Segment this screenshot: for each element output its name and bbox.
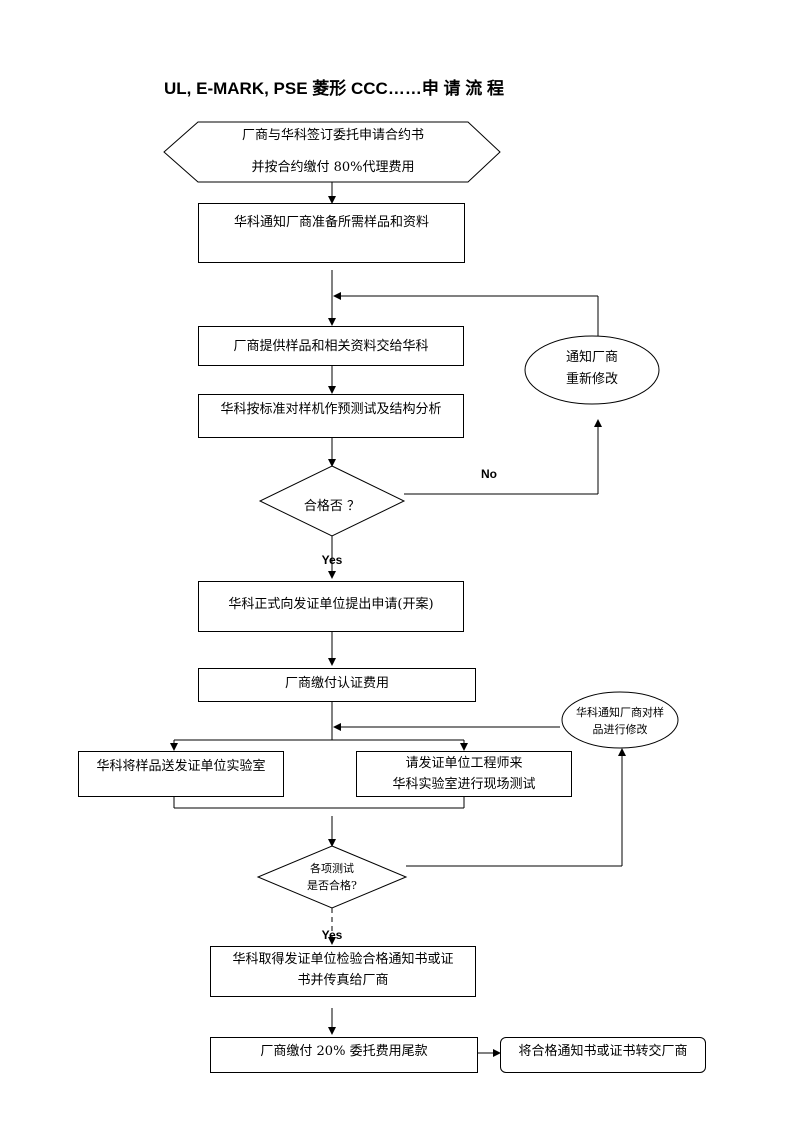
provide-samples-box: 厂商提供样品和相关资料交给华科: [198, 326, 464, 366]
contract-hexagon: [163, 121, 501, 183]
notify-modify-line1: 通知厂商: [565, 350, 618, 365]
final-pay-label: 厂商缴付 20% 委托费用尾款: [260, 1044, 428, 1059]
obtain-cert-line1: 华科取得发证单位检验合格通知书或证: [232, 952, 454, 967]
apply-box: 华科正式向发证单位提出申请(开案): [198, 581, 464, 632]
notify-modify-ellipse: [524, 335, 660, 405]
tests-pass-diamond: [256, 845, 408, 909]
pretest-box: 华科按标准对样机作预测试及结构分析: [198, 394, 464, 438]
engineer-test-box: 请发证单位工程师来 华科实验室进行现场测试: [356, 751, 572, 797]
modify-samples-line1: 华科通知厂商对样: [576, 706, 664, 719]
pay-cert-label: 厂商缴付认证费用: [284, 676, 389, 691]
notify-modify-line2: 重新修改: [565, 372, 618, 387]
notify-prepare-box: 华科通知厂商准备所需样品和资料: [198, 203, 465, 263]
pass-check-label: 合格否 ？: [303, 499, 361, 514]
page-title: UL, E-MARK, PSE 菱形 CCC……申 请 流 程: [164, 79, 505, 98]
yes-label-1: Yes: [321, 553, 343, 567]
contract-label-line1: 厂商与华科签订委托申请合约书: [241, 128, 424, 143]
yes-label-2: Yes: [321, 928, 343, 942]
contract-label-line2: 并按合约缴付 80%代理费用: [251, 160, 415, 175]
modify-samples-ellipse: [561, 691, 679, 749]
final-pay-box: 厂商缴付 20% 委托费用尾款: [210, 1037, 478, 1073]
provide-samples-label: 厂商提供样品和相关资料交给华科: [233, 339, 429, 354]
modify-samples-line2: 品进行修改: [592, 723, 648, 736]
send-lab-box: 华科将样品送发证单位实验室: [78, 751, 284, 797]
tests-pass-line1: 各项测试: [310, 862, 354, 875]
transfer-cert-box: 将合格通知书或证书转交厂商: [500, 1037, 706, 1073]
apply-label: 华科正式向发证单位提出申请(开案): [228, 597, 434, 612]
tests-pass-line2: 是否合格?: [307, 879, 357, 892]
pay-cert-box: 厂商缴付认证费用: [198, 668, 476, 702]
transfer-cert-label: 将合格通知书或证书转交厂商: [518, 1044, 688, 1059]
engineer-test-line1: 请发证单位工程师来: [405, 756, 523, 771]
send-lab-label: 华科将样品送发证单位实验室: [96, 759, 266, 774]
pass-check-diamond: [258, 465, 406, 537]
obtain-cert-box: 华科取得发证单位检验合格通知书或证 书并传真给厂商: [210, 946, 476, 997]
pretest-label: 华科按标准对样机作预测试及结构分析: [220, 402, 442, 417]
obtain-cert-line2: 书并传真给厂商: [297, 973, 389, 988]
no-label: No: [481, 467, 497, 481]
engineer-test-line2: 华科实验室进行现场测试: [392, 777, 536, 792]
notify-prepare-label: 华科通知厂商准备所需样品和资料: [233, 215, 429, 230]
